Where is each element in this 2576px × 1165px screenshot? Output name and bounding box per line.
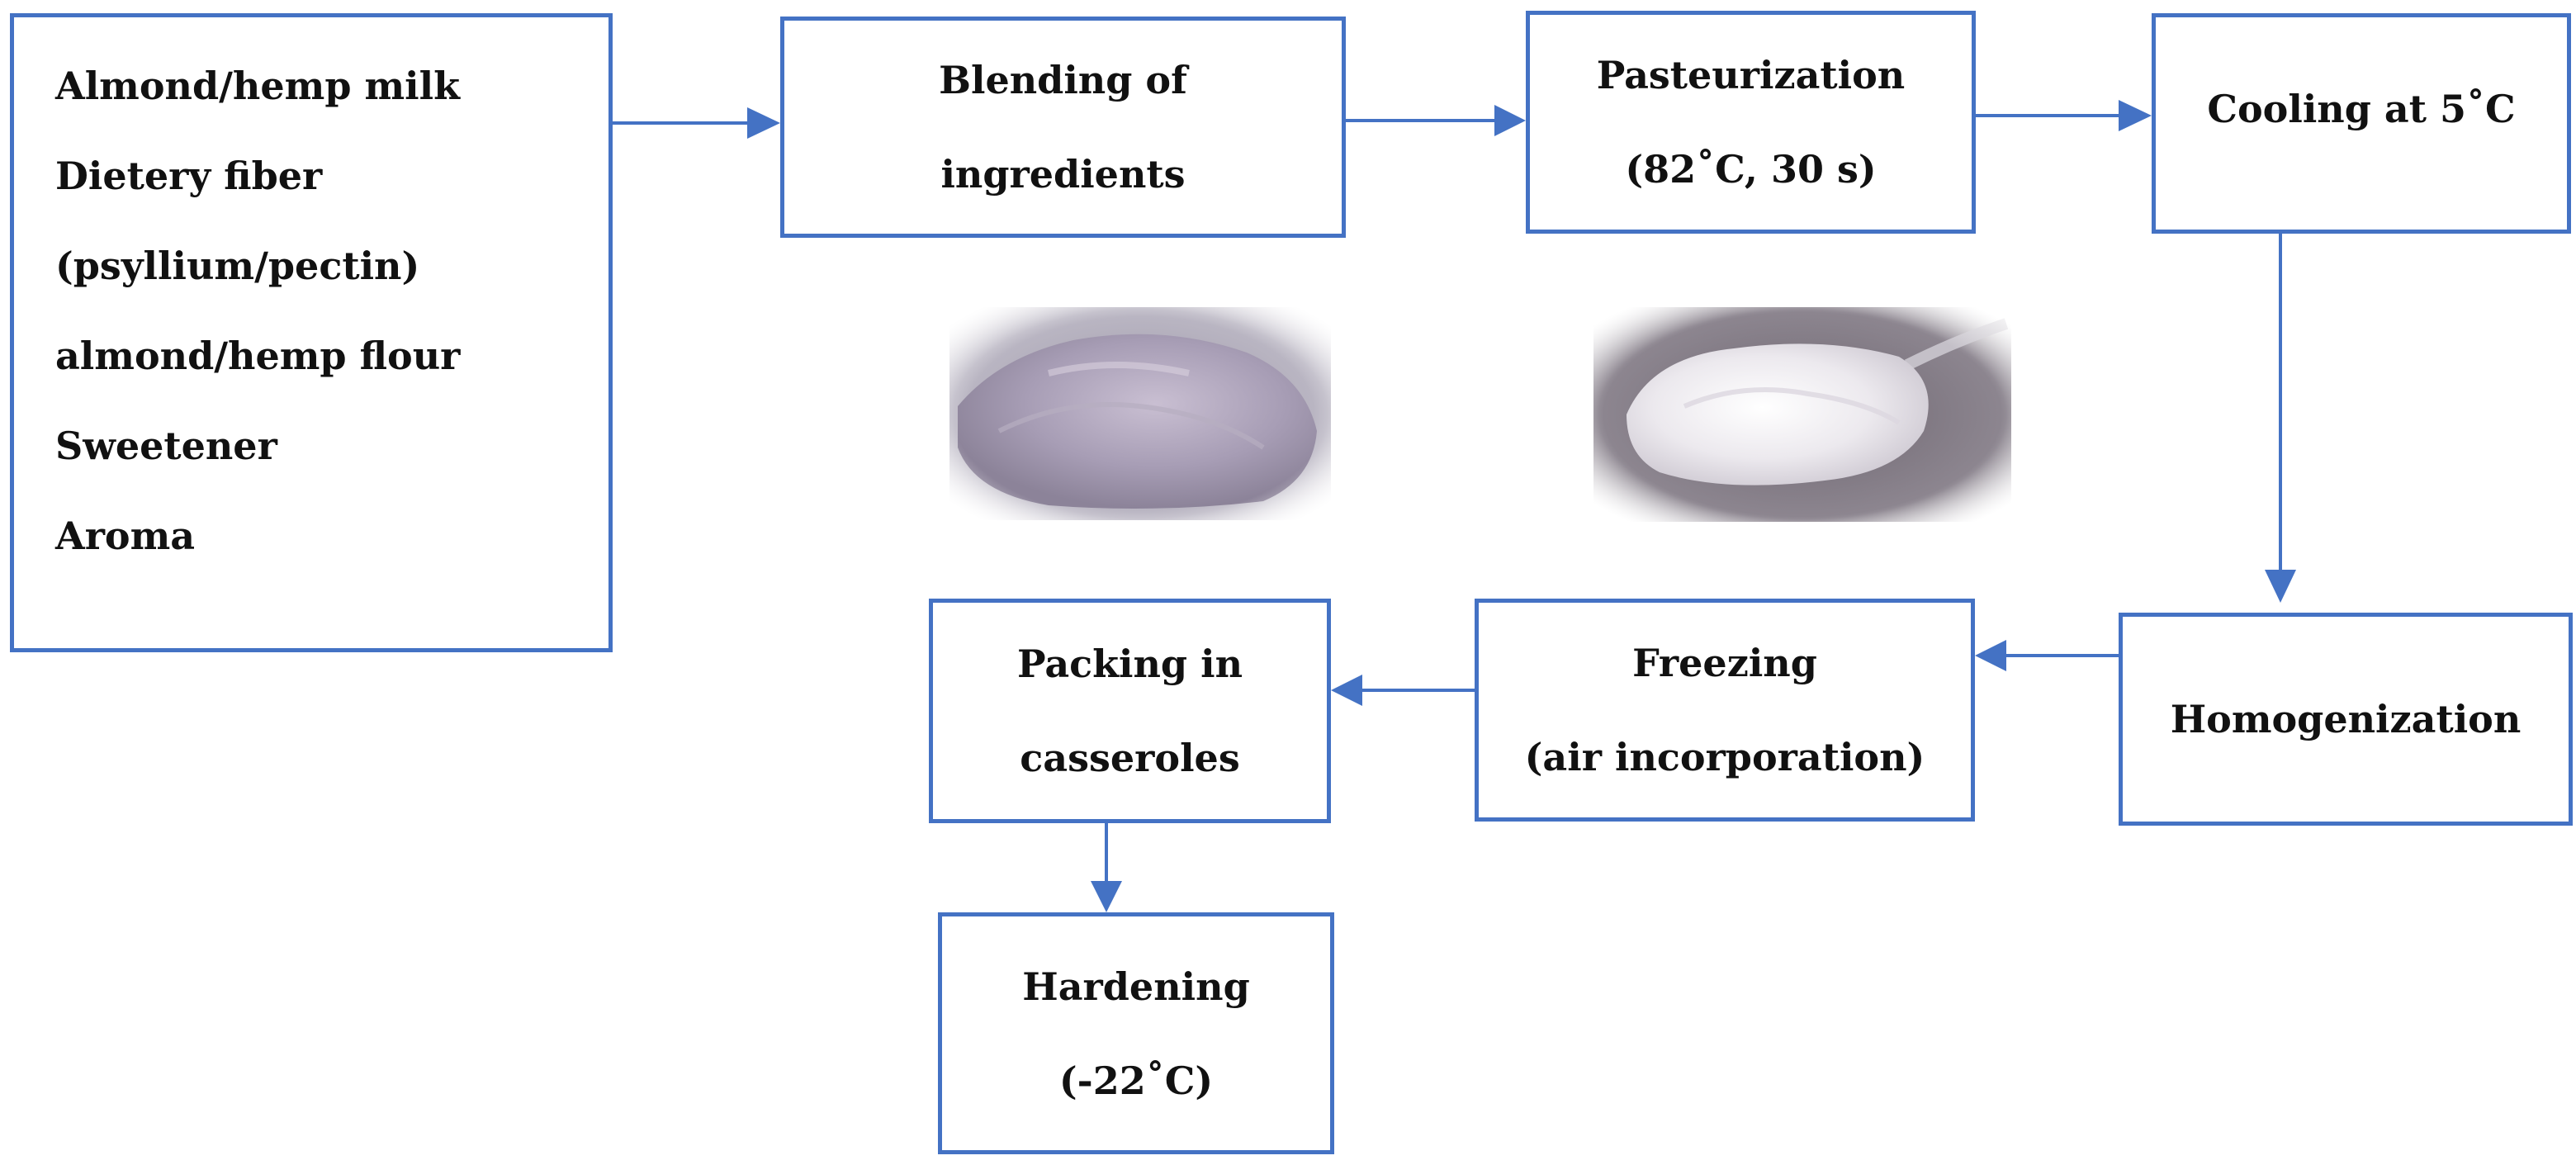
freezing-step-label: (air incorporation) — [1524, 735, 1925, 779]
ingredient-item: (psyllium/pectin) — [55, 244, 420, 288]
blending-step-label: ingredients — [940, 152, 1186, 197]
pasteurization-step-label: Pasteurization — [1596, 53, 1906, 97]
freezing-step-label: Freezing — [1632, 641, 1817, 685]
arrow-pasteurization-to-cooling — [1976, 100, 2152, 131]
ingredient-item: almond/hemp flour — [55, 334, 461, 378]
ice-cream-photo-2 — [1593, 307, 2011, 522]
packing-step-label: casseroles — [1020, 736, 1240, 780]
packing-step-label: Packing in — [1016, 642, 1243, 686]
cooling-step-label: Cooling at 5˚C — [2207, 87, 2516, 131]
ingredient-item: Aroma — [55, 514, 196, 558]
pasteurization-step-box: Pasteurization (82˚C, 30 s) — [1526, 11, 1976, 234]
arrow-freezing-to-packing — [1331, 675, 1475, 706]
arrow-packing-to-hardening — [1091, 823, 1122, 912]
hardening-step-label: (-22˚C) — [1058, 1058, 1214, 1103]
homogenization-step-label: Homogenization — [2170, 697, 2522, 741]
blending-step-box: Blending of ingredients — [780, 17, 1346, 238]
pasteurization-step-label: (82˚C, 30 s) — [1625, 147, 1877, 192]
arrow-homogenization-to-freezing — [1975, 640, 2119, 671]
homogenization-step-box: Homogenization — [2119, 613, 2573, 826]
arrow-ingredients-to-blending — [613, 107, 780, 139]
ingredient-item: Almond/hemp milk — [55, 64, 460, 108]
ingredient-item: Dietery fiber — [55, 154, 323, 198]
packing-step-box: Packing in casseroles — [929, 599, 1331, 823]
blending-step-label: Blending of — [939, 58, 1187, 102]
freezing-step-box: Freezing (air incorporation) — [1475, 599, 1975, 822]
ingredients-box: Almond/hemp milk Dietery fiber (psyllium… — [10, 13, 613, 652]
arrow-cooling-to-homogenization — [2265, 234, 2296, 603]
ingredient-item: Sweetener — [55, 424, 277, 468]
arrow-blending-to-pasteurization — [1346, 105, 1526, 136]
hardening-step-label: Hardening — [1022, 964, 1250, 1009]
ice-cream-photo-1 — [949, 307, 1331, 520]
cooling-step-box: Cooling at 5˚C — [2152, 13, 2571, 234]
hardening-step-box: Hardening (-22˚C) — [938, 912, 1334, 1154]
